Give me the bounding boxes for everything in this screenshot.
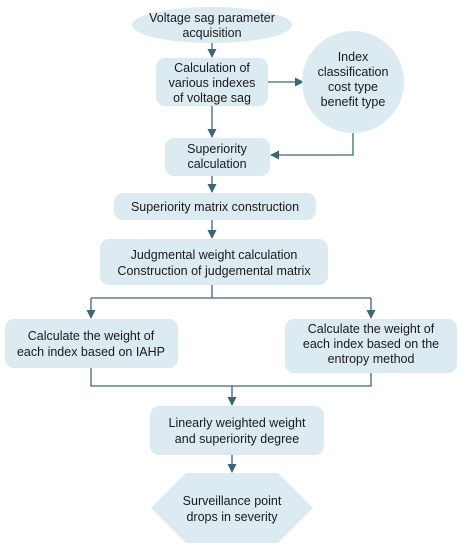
connectors: [86, 42, 376, 473]
node-linear-line-1: and superiority degree: [175, 432, 299, 446]
node-linear: Linearly weighted weight and superiority…: [150, 406, 324, 455]
merge-line: [90, 368, 372, 387]
node-entropy: Calculate the weight of each index based…: [285, 319, 457, 373]
node-calc-indexes-line-0: Calculation of: [174, 61, 250, 75]
node-judgmental-line-0: Judgmental weight calculation: [131, 248, 298, 262]
node-calc-indexes-line-1: various indexes: [169, 76, 256, 90]
node-classification-line-1: classification: [318, 65, 389, 79]
node-classification-line-2: cost type: [328, 80, 378, 94]
node-acquisition-line-1: acquisition: [182, 26, 241, 40]
node-classification: Index classification cost type benefit t…: [302, 31, 404, 133]
node-surveillance-line-0: Surveillance point: [183, 494, 282, 508]
node-matrix-line-0: Superiority matrix construction: [131, 200, 299, 214]
node-calc-indexes: Calculation of various indexes of voltag…: [156, 58, 268, 106]
node-surveillance: Surveillance point drops in severity: [151, 473, 313, 543]
arrow-classification-to-superiority: [270, 133, 354, 160]
node-iahp-line-1: each index based on IAHP: [17, 345, 165, 359]
node-acquisition: Voltage sag parameter acquisition: [132, 7, 292, 43]
node-superiority-line-1: calculation: [187, 157, 246, 171]
node-iahp: Calculate the weight of each index based…: [5, 319, 178, 368]
split-line: [91, 285, 371, 299]
node-calc-indexes-line-2: of voltage sag: [173, 91, 251, 105]
node-entropy-line-2: entropy method: [328, 352, 415, 366]
node-classification-line-3: benefit type: [321, 95, 386, 109]
node-entropy-line-1: each index based on the: [303, 337, 439, 351]
node-judgmental-line-1: Construction of judgemental matrix: [117, 264, 311, 278]
node-superiority-line-0: Superiority: [187, 142, 247, 156]
node-entropy-line-0: Calculate the weight of: [308, 322, 435, 336]
node-judgmental: Judgmental weight calculation Constructi…: [100, 239, 328, 285]
node-iahp-line-0: Calculate the weight of: [28, 329, 155, 343]
node-classification-line-0: Index: [338, 50, 369, 64]
node-acquisition-line-0: Voltage sag parameter: [149, 11, 275, 25]
node-matrix: Superiority matrix construction: [114, 193, 316, 220]
node-linear-line-0: Linearly weighted weight: [169, 416, 306, 430]
node-surveillance-line-1: drops in severity: [186, 510, 278, 524]
node-superiority: Superiority calculation: [165, 138, 270, 176]
